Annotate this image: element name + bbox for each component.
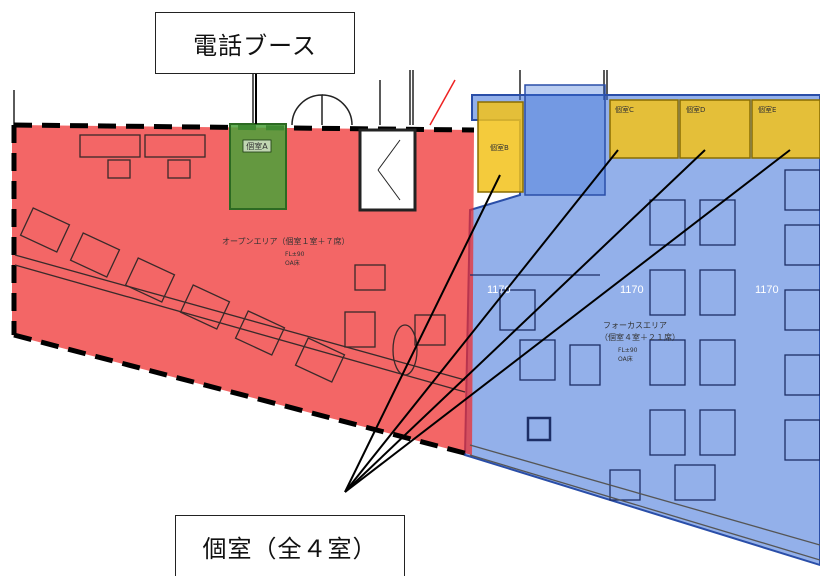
- open-area-sub1: FL±90: [285, 251, 305, 258]
- leader-lines: [255, 74, 791, 493]
- focus-area-sub2: OA床: [618, 355, 633, 363]
- private-room-leader-3: [344, 149, 706, 493]
- elevator-room: [358, 128, 417, 212]
- phone-booth-callout-text: 電話ブース: [193, 31, 317, 60]
- focus-area-label-2: （個室４室＋２１席）: [600, 332, 680, 342]
- private-room-4: [751, 99, 820, 159]
- private-room-2: [609, 99, 679, 159]
- private-rooms-callout-text: 個室（全４室）: [202, 534, 378, 563]
- focus-area-corridor: [524, 84, 606, 196]
- private-room-1: [477, 101, 524, 193]
- private-room-3: [679, 99, 751, 159]
- private-room-leader-4: [344, 149, 791, 493]
- phone-booth-label: 個室A: [246, 141, 268, 151]
- dimension-label: 1170: [620, 284, 644, 296]
- room-label-4: 個室E: [758, 105, 776, 114]
- private-rooms-callout: 個室（全４室）: [175, 515, 405, 576]
- open-area-furniture: [14, 134, 466, 393]
- phone-booth-sign: [242, 139, 272, 153]
- room-label-3: 個室D: [686, 105, 705, 114]
- focus-area-label: フォーカスエリア: [603, 321, 667, 330]
- private-room-leader-2: [344, 149, 619, 493]
- phone-booth-callout: 電話ブース: [155, 12, 355, 74]
- open-area-label: オープンエリア（個室１室＋７席）: [222, 236, 350, 246]
- room-label-1: 個室B: [490, 143, 509, 152]
- focus-area-sub1: FL±90: [618, 347, 638, 354]
- open-area-sub2: OA床: [285, 259, 300, 267]
- red-marker-line: [429, 79, 456, 126]
- dimension-label: 1170: [755, 284, 779, 296]
- phone-booth-room: [229, 123, 287, 210]
- private-room-leader-1: [344, 174, 501, 493]
- room-label-2: 個室C: [615, 105, 634, 114]
